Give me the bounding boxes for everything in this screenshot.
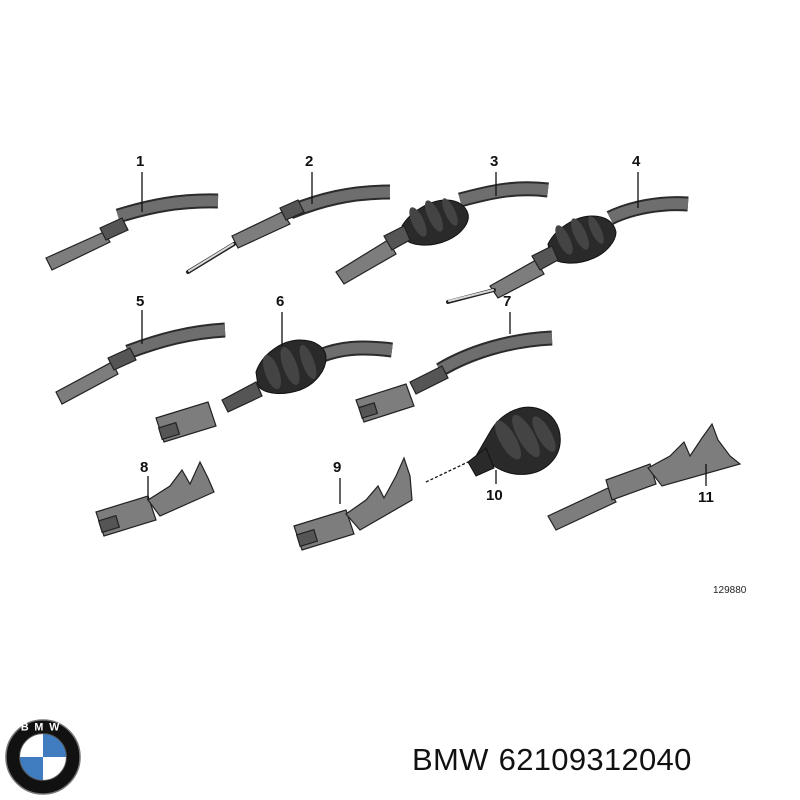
callout-6: 6 [276,293,284,310]
part-9-housing-terminal: 9 [293,456,413,551]
part-2-pin-with-wire: 2 [186,153,391,274]
bmw-logo-icon: BMW [5,719,81,795]
callout-5: 5 [136,293,144,310]
caption-part-number: 62109312040 [498,742,692,777]
callout-11: 11 [698,489,714,506]
part-5-terminal-with-wire: 5 [55,293,226,405]
part-11-terminal-strip: 11 [547,422,742,531]
part-caption: BMW 62109312040 [412,742,702,778]
part-8-housing-terminal: 8 [95,459,215,537]
part-3-terminal-with-seal: 3 [335,153,549,285]
callout-10: 10 [486,487,503,504]
diagram-reference-number: 129880 [713,585,747,596]
callout-1: 1 [136,153,144,170]
callout-4: 4 [632,153,641,170]
part-6-housing-with-seal: 6 [155,293,393,443]
callout-2: 2 [305,153,313,170]
callout-9: 9 [333,459,341,476]
part-7-housing-with-wire: 7 [355,293,553,423]
part-10-wire-seal: 10 [425,406,561,504]
part-1-terminal-with-wire: 1 [45,153,219,271]
caption-brand: BMW [412,742,489,777]
callout-7: 7 [503,293,511,310]
callout-3: 3 [490,153,498,170]
bmw-logo-letters: BMW [21,722,65,734]
callout-8: 8 [140,459,148,476]
part-4-pin-with-seal: 4 [446,153,689,304]
